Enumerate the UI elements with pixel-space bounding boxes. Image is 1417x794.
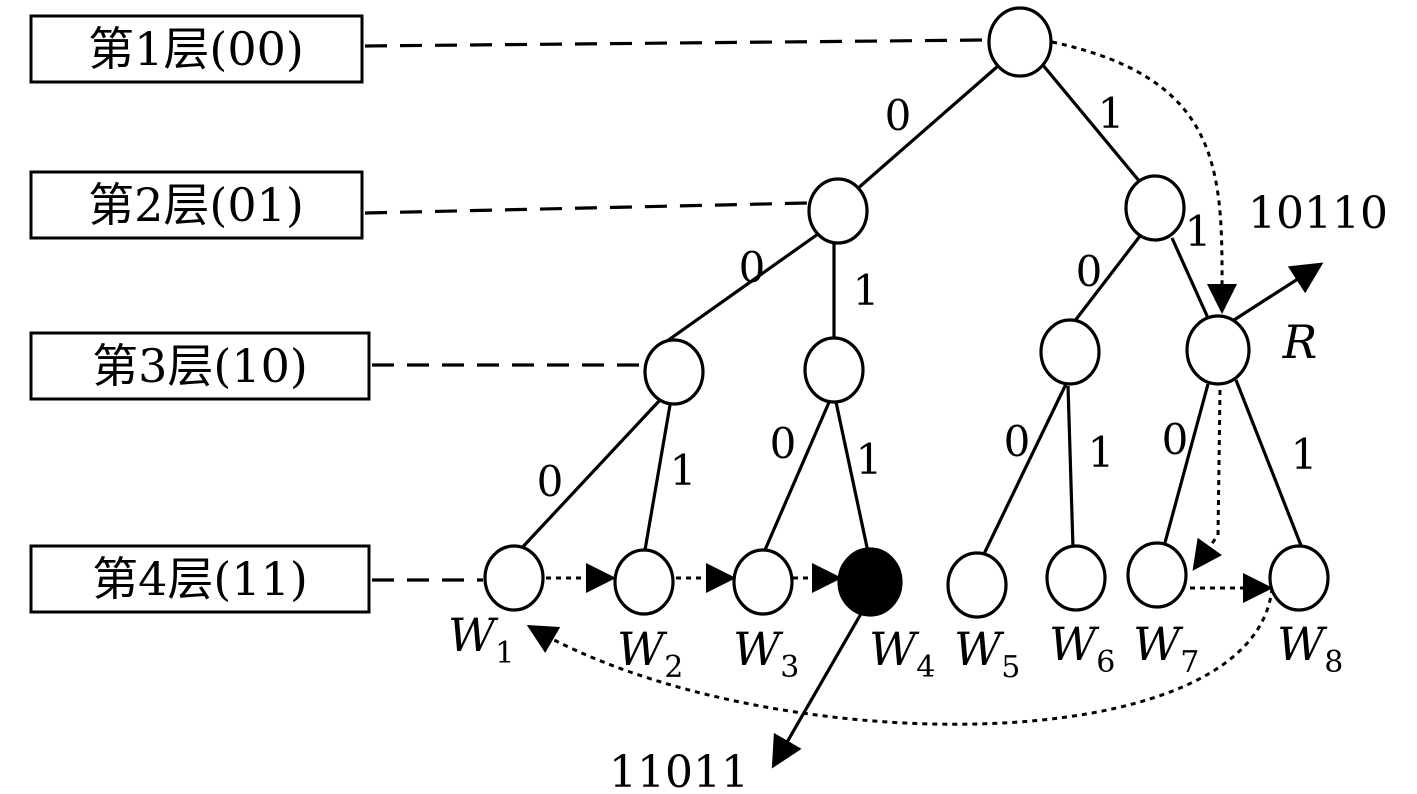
arrow-r-output bbox=[1233, 262, 1324, 322]
leaf-subscript: 1 bbox=[495, 636, 514, 671]
leaf-subscript: 8 bbox=[1324, 645, 1343, 680]
leaf-label-w7: W7 bbox=[1133, 617, 1199, 680]
edge-label-l2a-right: 1 bbox=[853, 266, 880, 315]
edge-label-l3c-right: 1 bbox=[1088, 428, 1115, 477]
leaf-node-w7 bbox=[1126, 541, 1188, 609]
code-label-w4: 11011 bbox=[609, 747, 749, 794]
node-r bbox=[1185, 314, 1251, 386]
layer-box-1: 第1层(00) bbox=[29, 14, 364, 84]
edge-l3d-right bbox=[1234, 379, 1304, 549]
edge-l3c-left bbox=[981, 383, 1068, 557]
node-l2-left bbox=[807, 177, 869, 245]
edge-l3b-right bbox=[834, 401, 870, 553]
leaf-letter: W bbox=[1277, 617, 1328, 671]
leaf-label-w4: W4 bbox=[869, 622, 935, 685]
node-l3-c bbox=[1039, 318, 1101, 386]
node-l3-b bbox=[803, 336, 865, 404]
edge-label-l2a-left: 0 bbox=[739, 243, 766, 292]
leaf-node-w6 bbox=[1045, 544, 1107, 612]
leaf-letter: W bbox=[869, 622, 920, 676]
leaf-node-w1 bbox=[483, 544, 545, 612]
layer-label-4: 第4层(11) bbox=[92, 552, 308, 606]
leaf-letter: W bbox=[448, 608, 499, 662]
edge-l3d-left bbox=[1161, 383, 1210, 551]
layer-box-2: 第2层(01) bbox=[29, 170, 364, 240]
leaf-label-w8: W8 bbox=[1277, 617, 1343, 680]
leaf-subscript: 4 bbox=[916, 650, 935, 685]
leaf-subscript: 2 bbox=[664, 650, 683, 685]
edge-label-root-right: 1 bbox=[1098, 89, 1125, 138]
layer-box-4: 第4层(11) bbox=[29, 544, 371, 614]
leaf-subscript: 6 bbox=[1096, 645, 1115, 680]
leaf-subscript: 5 bbox=[1001, 650, 1020, 685]
node-l3-a bbox=[643, 338, 705, 406]
edge-l3a-right bbox=[643, 404, 672, 551]
edge-label-l3a-right: 1 bbox=[670, 446, 697, 495]
edge-label-l3b-right: 1 bbox=[856, 435, 883, 484]
node-r-label: R bbox=[1282, 315, 1318, 369]
edge-label-l3a-left: 0 bbox=[537, 457, 564, 506]
level-connector-2 bbox=[364, 201, 809, 215]
leaf-label-w2: W2 bbox=[617, 622, 683, 685]
edge-l3a-left bbox=[516, 398, 662, 554]
edge-label-root-left: 0 bbox=[885, 91, 912, 140]
level-connector-1 bbox=[364, 38, 986, 48]
leaf-label-w3: W3 bbox=[733, 622, 799, 685]
layer-label-1: 第1层(00) bbox=[88, 22, 304, 76]
edge-l3b-left bbox=[763, 399, 832, 551]
edge-label-l2b-left: 0 bbox=[1076, 247, 1103, 296]
layer-label-3: 第3层(10) bbox=[92, 339, 308, 393]
arrow-w4-output bbox=[771, 611, 864, 769]
dotted-root-to-r bbox=[1051, 40, 1238, 314]
leaf-node-w8 bbox=[1268, 544, 1330, 612]
leaf-node-w3 bbox=[732, 548, 794, 616]
edge-l3c-right bbox=[1066, 385, 1075, 549]
layer-box-3: 第3层(10) bbox=[29, 331, 371, 401]
edge-l2b-left bbox=[1072, 235, 1142, 323]
edge-label-l3d-left: 0 bbox=[1162, 415, 1189, 464]
code-label-r: 10110 bbox=[1248, 188, 1388, 239]
edge-label-l3c-left: 0 bbox=[1004, 417, 1031, 466]
node-root bbox=[987, 6, 1053, 78]
leaf-subscript: 7 bbox=[1180, 645, 1199, 680]
leaf-letter: W bbox=[617, 622, 668, 676]
leaf-label-w5: W5 bbox=[954, 622, 1020, 685]
leaf-node-w5 bbox=[946, 551, 1008, 619]
node-l2-right bbox=[1124, 174, 1186, 242]
leaf-node-w2 bbox=[613, 548, 675, 616]
leaf-letter: W bbox=[1049, 617, 1100, 671]
edge-l2b-right bbox=[1170, 237, 1210, 319]
leaf-node-w4 bbox=[837, 547, 903, 617]
edge-label-l3b-left: 0 bbox=[770, 419, 797, 468]
edge-label-l3d-right: 1 bbox=[1291, 430, 1318, 479]
layer-label-2: 第2层(01) bbox=[88, 178, 304, 232]
edge-root-left bbox=[854, 64, 1000, 192]
leaf-label-w1: W1 bbox=[448, 608, 514, 671]
edge-root-right bbox=[1040, 62, 1142, 184]
leaf-label-w6: W6 bbox=[1049, 617, 1115, 680]
leaf-letter: W bbox=[1133, 617, 1184, 671]
dotted-r-to-w7 bbox=[1192, 389, 1223, 571]
leaf-letter: W bbox=[954, 622, 1005, 676]
edge-l2a-left bbox=[659, 232, 819, 348]
leaf-letter: W bbox=[733, 622, 784, 676]
leaf-subscript: 3 bbox=[780, 650, 799, 685]
edge-label-l2b-right: 1 bbox=[1185, 207, 1212, 256]
